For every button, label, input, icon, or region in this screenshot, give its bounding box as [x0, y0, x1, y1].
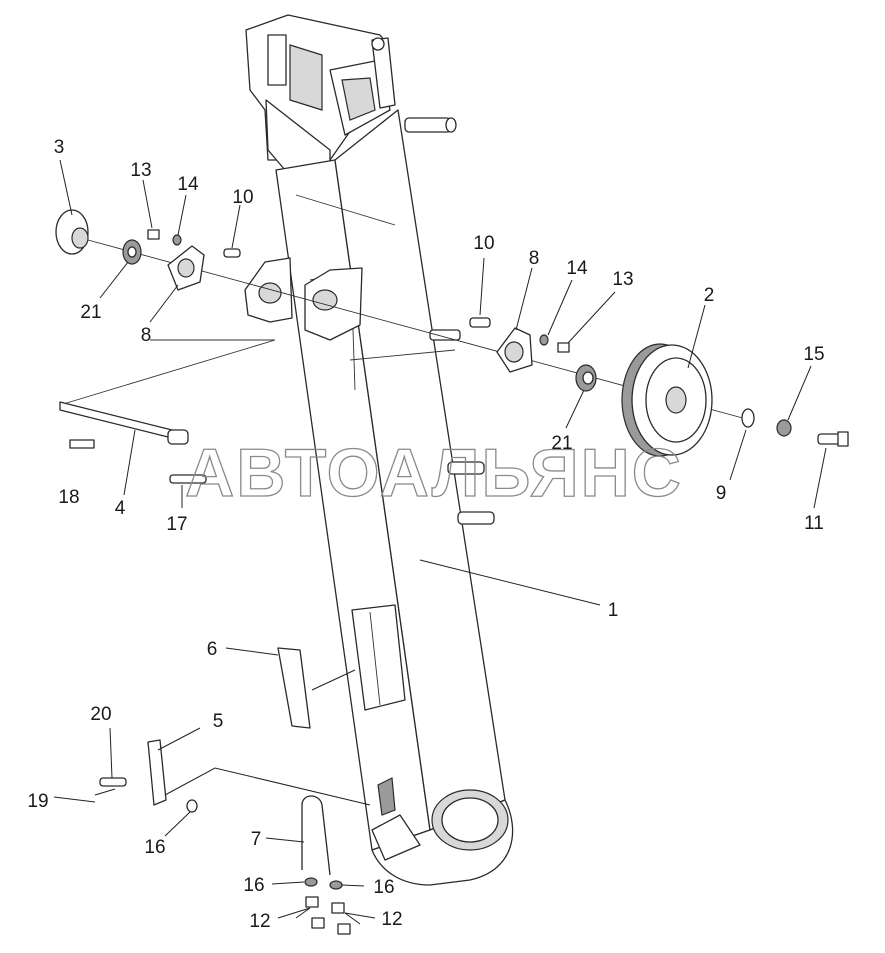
main-frame — [244, 14, 514, 886]
callout-16: 16 — [144, 837, 165, 858]
callout-20: 20 — [90, 704, 111, 725]
washer-16-left — [186, 799, 198, 813]
pulley-3 — [55, 209, 89, 255]
nut-13-right — [557, 342, 570, 353]
callout-9: 9 — [716, 483, 727, 504]
bolt-10-right — [469, 317, 491, 328]
callout-1: 1 — [608, 600, 619, 621]
nut-12-c — [311, 917, 325, 929]
callout-16: 16 — [243, 875, 264, 896]
washer-14-right — [539, 334, 549, 346]
nut-12-d — [337, 923, 351, 935]
bolt-11 — [817, 431, 849, 447]
nut-15 — [776, 419, 792, 437]
watermark: АВТОАЛЬЯНС — [185, 435, 683, 511]
callout-12: 12 — [381, 909, 402, 930]
callout-8: 8 — [529, 248, 540, 269]
callout-4: 4 — [115, 498, 126, 519]
callout-17: 17 — [166, 514, 187, 535]
callout-13: 13 — [612, 269, 633, 290]
callout-labels: 3 13 14 10 21 8 10 8 14 13 2 15 21 9 11 … — [27, 137, 824, 932]
callout-18: 18 — [58, 487, 79, 508]
bracket-5 — [147, 739, 167, 806]
callout-2: 2 — [704, 285, 715, 306]
callout-11: 11 — [804, 513, 824, 534]
cotter-19 — [94, 788, 116, 796]
callout-16: 16 — [373, 877, 394, 898]
pulley-2 — [621, 343, 713, 457]
nut-13-left — [147, 229, 160, 240]
callout-21: 21 — [80, 302, 101, 323]
callout-8: 8 — [141, 325, 152, 346]
callout-10: 10 — [473, 233, 494, 254]
bearing-21-right — [575, 364, 597, 392]
u-bolt-7 — [301, 795, 331, 876]
callout-21: 21 — [551, 433, 572, 454]
callout-7: 7 — [251, 829, 262, 850]
callout-13: 13 — [130, 160, 151, 181]
washer-16-b — [329, 880, 343, 890]
callout-14: 14 — [566, 258, 588, 279]
callout-19: 19 — [27, 791, 48, 812]
shaft-4 — [59, 339, 276, 445]
nut-12-a — [305, 896, 319, 908]
leader-lines — [53, 159, 827, 925]
washer-16-a — [304, 877, 318, 887]
callout-12: 12 — [249, 911, 270, 932]
callout-10: 10 — [232, 187, 253, 208]
callout-14: 14 — [177, 174, 199, 195]
callout-15: 15 — [803, 344, 824, 365]
callout-6: 6 — [207, 639, 218, 660]
pin-17 — [169, 474, 207, 484]
washer-14-left — [172, 234, 182, 246]
flange-8-left — [167, 245, 205, 291]
key-18 — [69, 439, 95, 449]
washer-9 — [741, 408, 755, 428]
flange-8-right — [496, 327, 533, 373]
nut-12-b — [331, 902, 345, 914]
plate-6 — [277, 647, 311, 729]
callout-3: 3 — [54, 137, 65, 158]
bolt-10-left — [223, 248, 241, 258]
pin-20 — [99, 777, 127, 787]
bearing-21-left — [122, 239, 142, 265]
callout-5: 5 — [213, 711, 224, 732]
